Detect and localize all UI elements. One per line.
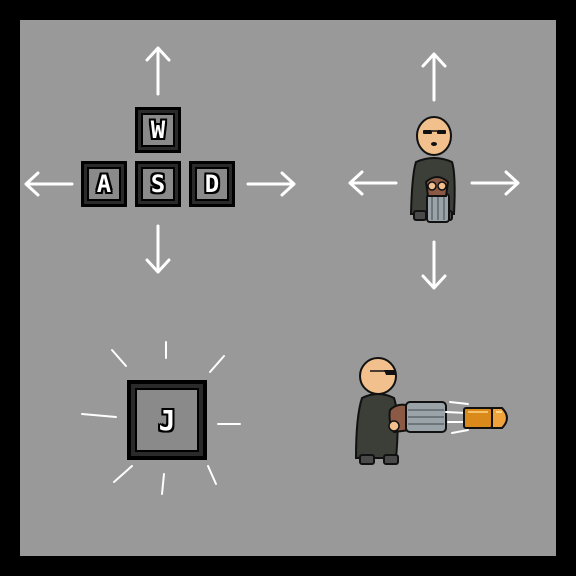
key-a: A <box>81 161 127 207</box>
key-a-label: A <box>96 170 112 198</box>
key-j-label: J <box>158 403 176 437</box>
key-w-label: W <box>150 116 166 144</box>
character-shooting-sprite <box>354 357 447 465</box>
arrow-right-icon <box>246 171 296 197</box>
arrow-down-icon <box>145 224 171 274</box>
bullet-speed-lines-icon <box>445 401 469 434</box>
arrow-up-icon <box>145 46 171 96</box>
character-arrow-left-icon <box>348 170 398 196</box>
key-s-label: S <box>150 170 166 198</box>
key-j: J <box>127 380 207 460</box>
arrow-left-icon <box>24 171 74 197</box>
bullet-icon <box>463 407 508 429</box>
character-arrow-right-icon <box>470 170 520 196</box>
key-w: W <box>135 107 181 153</box>
key-d: D <box>189 161 235 207</box>
key-d-label: D <box>204 170 220 198</box>
key-press-burst-icon <box>81 341 241 495</box>
character-arrow-down-icon <box>421 240 447 290</box>
character-arrow-up-icon <box>421 52 447 102</box>
key-s: S <box>135 161 181 207</box>
character-front-sprite <box>409 116 456 223</box>
controls-tutorial-panel <box>20 20 556 556</box>
